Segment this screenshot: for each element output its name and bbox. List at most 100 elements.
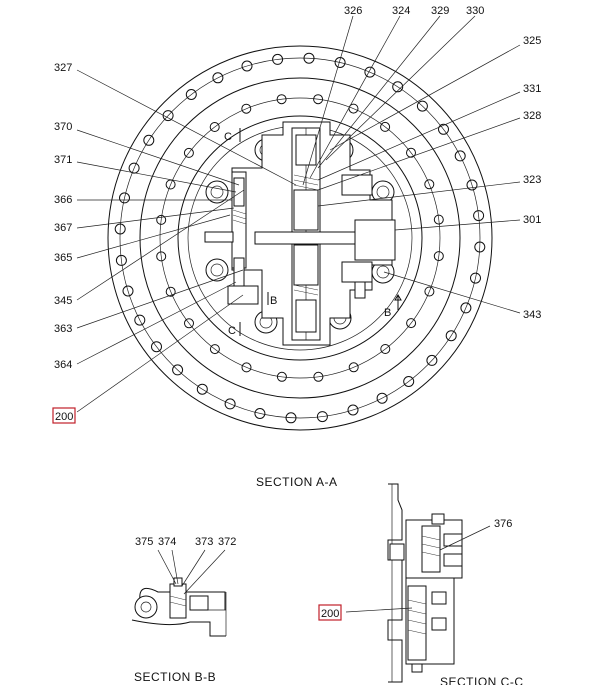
bolt-hole: [151, 341, 162, 353]
label-323: 323: [523, 174, 541, 186]
bolt-hole: [285, 412, 297, 424]
bolt-hole: [474, 241, 486, 253]
bolt-hole: [433, 251, 444, 262]
bolt-hole: [183, 147, 194, 158]
bolt-hole: [241, 103, 252, 114]
label-330: 330: [466, 5, 484, 17]
label-326: 326: [344, 5, 362, 17]
flange-outer-ring: [107, 45, 493, 431]
label-371: 371: [54, 154, 72, 166]
bolt-hole: [466, 179, 478, 191]
flange-bolt-circle-outer: [119, 57, 481, 419]
bolt-hole: [454, 150, 466, 162]
label-366: 366: [54, 194, 72, 206]
bolt-hole: [470, 272, 481, 284]
section-bb-drawing: 375 374 373 372 SECTION B-B: [131, 536, 236, 684]
part-labels-aa: 326 324 329 330 325 327 331 328 370 371 …: [52, 5, 541, 424]
bolt-hole: [416, 100, 428, 112]
label-200: 200: [55, 411, 73, 423]
label-345: 345: [54, 295, 72, 307]
label-331: 331: [523, 83, 541, 95]
bolt-hole: [313, 371, 324, 382]
section-cc-title: SECTION C-C: [440, 675, 524, 685]
bolt-hole: [241, 362, 252, 373]
bolt-hole: [224, 398, 236, 410]
bolt-hole: [115, 254, 127, 266]
cut-mark-b-left: B: [270, 295, 277, 307]
label-376: 376: [494, 518, 512, 530]
inner-bolt-holes: [156, 94, 444, 382]
label-327: 327: [54, 62, 72, 74]
housing-ring: [177, 115, 423, 361]
bolt-hole: [209, 344, 220, 355]
valve-body: [204, 121, 396, 346]
bolt-hole: [403, 376, 415, 387]
bolt-hole: [313, 94, 324, 105]
label-365: 365: [54, 252, 72, 264]
bolt-hole: [364, 66, 376, 78]
bolt-hole: [185, 89, 197, 100]
bolt-hole: [156, 251, 167, 262]
bolt-hole: [119, 192, 130, 204]
section-aa-drawing: C C B B: [52, 5, 541, 489]
bolt-hole: [460, 302, 472, 314]
bolt-hole: [348, 362, 359, 373]
cut-mark-c-bottom: C: [228, 325, 236, 337]
section-aa-title: SECTION A-A: [256, 475, 338, 489]
flange-bolt-circle-inner: [159, 97, 441, 379]
leader-lines: [76, 15, 521, 413]
bolt-hole: [184, 318, 194, 329]
cut-mark-c-top: C: [224, 131, 232, 143]
flange-inner-ring: [139, 77, 461, 399]
bolt-hole: [438, 123, 449, 135]
label-372: 372: [218, 536, 236, 548]
label-374: 374: [158, 536, 176, 548]
label-370: 370: [54, 121, 72, 133]
bolt-hole: [334, 57, 346, 68]
bolt-hole: [303, 52, 315, 64]
bolt-hole: [165, 286, 176, 297]
label-363: 363: [54, 323, 72, 335]
bolt-hole: [392, 81, 404, 93]
bolt-hole: [424, 286, 435, 297]
bolt-hole: [172, 364, 184, 376]
bolt-hole: [156, 214, 167, 225]
bolt-hole: [380, 344, 391, 354]
bolt-hole: [212, 72, 224, 84]
bolt-hole: [380, 121, 391, 132]
bolt-hole: [134, 314, 146, 326]
bolt-hole: [276, 371, 287, 382]
bolt-hole: [376, 392, 388, 404]
bolt-hole: [406, 318, 417, 329]
label-343: 343: [523, 309, 541, 321]
label-364: 364: [54, 359, 72, 371]
bolt-hole: [196, 383, 208, 395]
bolt-hole: [276, 94, 287, 105]
bolt-hole: [426, 354, 438, 366]
bolt-hole: [272, 53, 284, 65]
bolt-hole: [209, 122, 220, 132]
section-cc-drawing: 376 200 SECTION C-C: [318, 483, 524, 685]
label-301: 301: [523, 214, 541, 226]
bolt-hole: [424, 179, 435, 190]
label-324: 324: [392, 5, 410, 17]
label-325: 325: [523, 35, 541, 47]
bolt-hole: [241, 60, 253, 72]
outer-bolt-holes: [114, 52, 486, 424]
bolt-hole: [316, 411, 328, 423]
bolt-hole: [433, 214, 444, 225]
bolt-hole: [445, 330, 457, 342]
cut-mark-b-right: B: [384, 307, 391, 319]
label-328: 328: [523, 110, 541, 122]
label-200-highlight-box: [52, 407, 76, 424]
label-367: 367: [54, 222, 72, 234]
bolt-hole: [348, 103, 359, 114]
label-375: 375: [135, 536, 153, 548]
label-329: 329: [431, 5, 449, 17]
section-bb-title: SECTION B-B: [134, 670, 216, 684]
bolt-hole: [122, 285, 134, 297]
label-200-cc: 200: [321, 608, 339, 620]
cut-plane-marks: C C B B: [224, 128, 402, 337]
bolt-hole: [254, 408, 266, 419]
